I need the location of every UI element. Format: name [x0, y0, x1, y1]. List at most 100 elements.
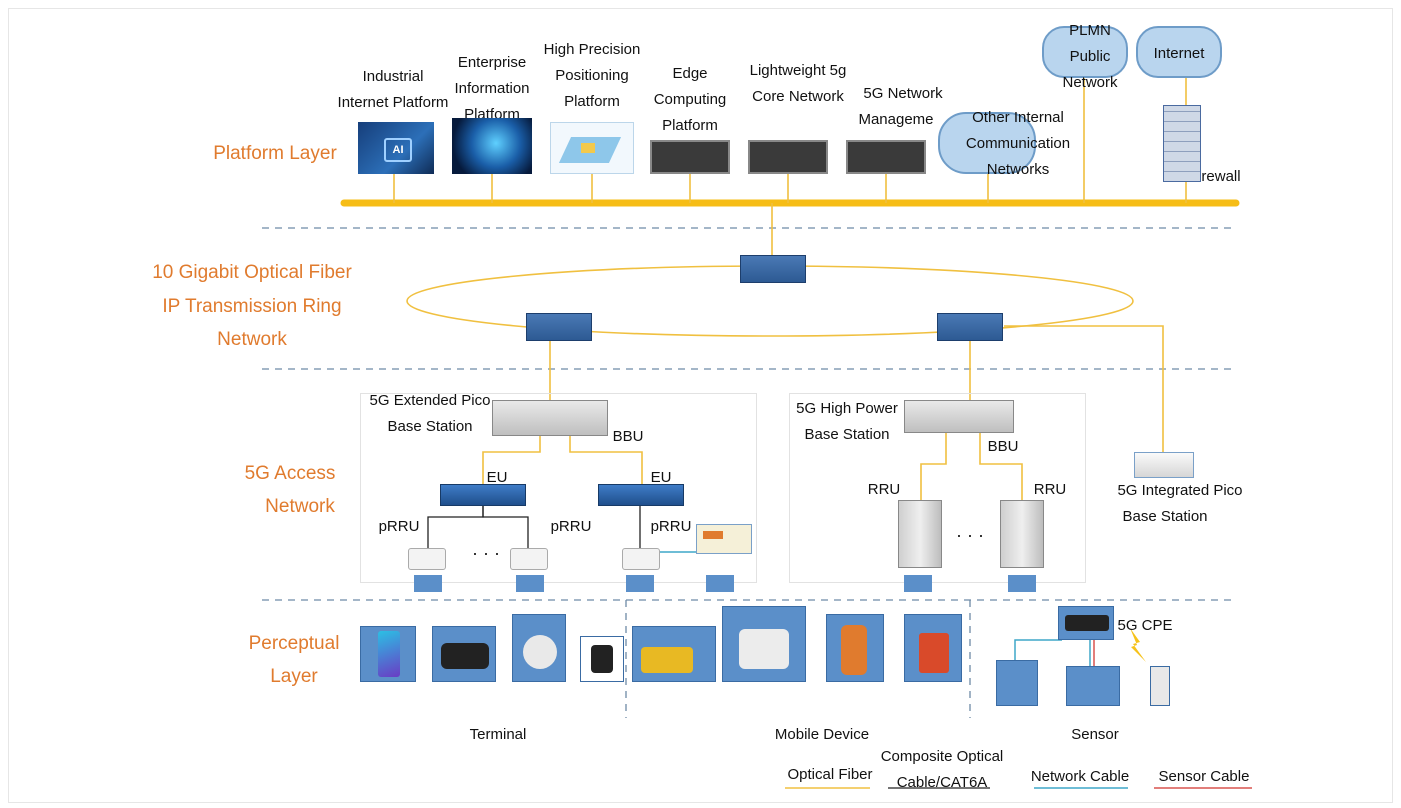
- smartwatch-image: [580, 636, 624, 682]
- vr-headset-image: [432, 626, 496, 682]
- prru-device-1: [408, 548, 446, 570]
- prru-device-2: [510, 548, 548, 570]
- high-power-bbu-label: BBU: [987, 438, 1019, 455]
- rru-ellipsis: · · ·: [956, 525, 984, 545]
- prru-ellipsis: · · ·: [472, 543, 500, 563]
- extended-pico-group: [360, 393, 757, 583]
- terminal-label: Terminal: [469, 726, 527, 743]
- firewall-label: rewall: [1201, 168, 1241, 185]
- mining-machine-image: [632, 626, 716, 682]
- eu-right-image: [598, 484, 684, 506]
- cpe-label: 5G CPE: [1117, 617, 1173, 634]
- positioning-platform-label-2: Positioning: [555, 67, 629, 84]
- prru-label-2: pRRU: [550, 518, 592, 535]
- inspection-robot-image: [722, 606, 806, 682]
- ai-platform-image: AI: [358, 122, 434, 174]
- ring-switch-right-icon: [937, 313, 1003, 341]
- rru-right-label: RRU: [1033, 481, 1067, 498]
- diagram-frame: [8, 8, 1393, 803]
- smartphone-image: [360, 626, 416, 682]
- core-network-label-1: Lightweight 5g: [749, 62, 847, 79]
- enterprise-platform-label-1: Enterprise: [457, 54, 527, 71]
- anemometer-image: [1066, 666, 1120, 706]
- legend-sensor-label: Sensor Cable: [1158, 768, 1250, 785]
- extended-pico-label-2: Base Station: [387, 418, 473, 435]
- other-networks-label-3: Networks: [986, 161, 1050, 178]
- legend-composite-label-2: Cable/CAT6A: [896, 774, 988, 791]
- plmn-label-2: Public: [1069, 48, 1111, 65]
- nms-label-1: 5G Network: [863, 85, 943, 102]
- wifi-icon-4: [706, 575, 734, 592]
- industrial-platform-label-1: Industrial: [362, 68, 424, 85]
- wifi-icon-3: [626, 575, 654, 592]
- layer-label-access-1: 5G Access: [244, 463, 336, 484]
- dome-camera-image: [512, 614, 566, 682]
- edge-platform-label-1: Edge: [672, 65, 708, 82]
- layer-label-transport-3: Network: [217, 329, 287, 350]
- edge-platform-label-2: Computing: [653, 91, 727, 108]
- high-power-bbu-image: [904, 400, 1014, 433]
- wifi-icon-5: [904, 575, 932, 592]
- mobile-device-label: Mobile Device: [774, 726, 870, 743]
- wifi-icon-6: [1008, 575, 1036, 592]
- cpe-device-image: [1058, 606, 1114, 640]
- wifi-icon-2: [516, 575, 544, 592]
- prru-label-3: pRRU: [650, 518, 692, 535]
- cpe-gateway-image: [696, 524, 752, 554]
- eu-left-label: EU: [486, 469, 508, 486]
- prru-device-3: [622, 548, 660, 570]
- sensor-label: Sensor: [1071, 726, 1119, 743]
- legend-network-label: Network Cable: [1030, 768, 1130, 785]
- pico-bbu-image: [492, 400, 608, 436]
- nms-server-image: [846, 140, 926, 174]
- enterprise-globe-image: [452, 118, 532, 174]
- wifi-icon-1: [414, 575, 442, 592]
- rru-left-label: RRU: [867, 481, 901, 498]
- layer-label-transport-1: 10 Gigabit Optical Fiber: [152, 262, 352, 283]
- layer-label-perceptual-2: Layer: [270, 666, 318, 687]
- positioning-map-image: [550, 122, 634, 174]
- layer-label-platform: Platform Layer: [213, 143, 337, 164]
- robotic-arm-image: [826, 614, 884, 682]
- legend-composite-label-1: Composite Optical: [880, 748, 1004, 765]
- integrated-pico-label-2: Base Station: [1122, 508, 1208, 525]
- integrated-pico-image: [1134, 452, 1194, 478]
- other-networks-cloud-icon: [938, 112, 1036, 174]
- legend-optical-label: Optical Fiber: [787, 766, 873, 783]
- ptz-camera-image: [996, 660, 1038, 706]
- ring-switch-top-icon: [740, 255, 806, 283]
- rru-left-image: [898, 500, 942, 568]
- forklift-image: [904, 614, 962, 682]
- extended-pico-label-1: 5G Extended Pico: [369, 392, 491, 409]
- integrated-pico-label-1: 5G Integrated Pico: [1117, 482, 1243, 499]
- high-power-label-2: Base Station: [804, 426, 890, 443]
- plmn-cloud-icon: [1042, 26, 1128, 78]
- nms-label-2: Manageme: [858, 111, 934, 128]
- enterprise-platform-label-2: Information: [454, 80, 530, 97]
- industrial-platform-label-2: Internet Platform: [337, 94, 449, 111]
- layer-label-perceptual-1: Perceptual: [248, 633, 340, 654]
- rru-right-image: [1000, 500, 1044, 568]
- ai-chip-icon: AI: [384, 138, 412, 162]
- edge-server-image: [650, 140, 730, 174]
- core-network-label-2: Core Network: [752, 88, 844, 105]
- ring-switch-left-icon: [526, 313, 592, 341]
- edge-platform-label-3: Platform: [662, 117, 718, 134]
- positioning-platform-label-3: Platform: [564, 93, 620, 110]
- plmn-label-1: PLMN: [1069, 22, 1111, 39]
- high-power-group: [789, 393, 1086, 583]
- pico-bbu-label: BBU: [612, 428, 644, 445]
- firewall-icon: [1163, 105, 1201, 182]
- wireless-bolt: [1130, 628, 1146, 662]
- internet-cloud-icon: [1136, 26, 1222, 78]
- core-server-image: [748, 140, 828, 174]
- layer-label-transport-2: IP Transmission Ring: [162, 296, 342, 317]
- internet-label: Internet: [1153, 45, 1205, 62]
- eu-left-image: [440, 484, 526, 506]
- other-networks-label-2: Communication: [965, 135, 1071, 152]
- gas-sensor-image: [1150, 666, 1170, 706]
- other-networks-label-1: Other Internal: [972, 109, 1064, 126]
- plmn-label-3: Network: [1062, 74, 1118, 91]
- prru-label-1: pRRU: [378, 518, 420, 535]
